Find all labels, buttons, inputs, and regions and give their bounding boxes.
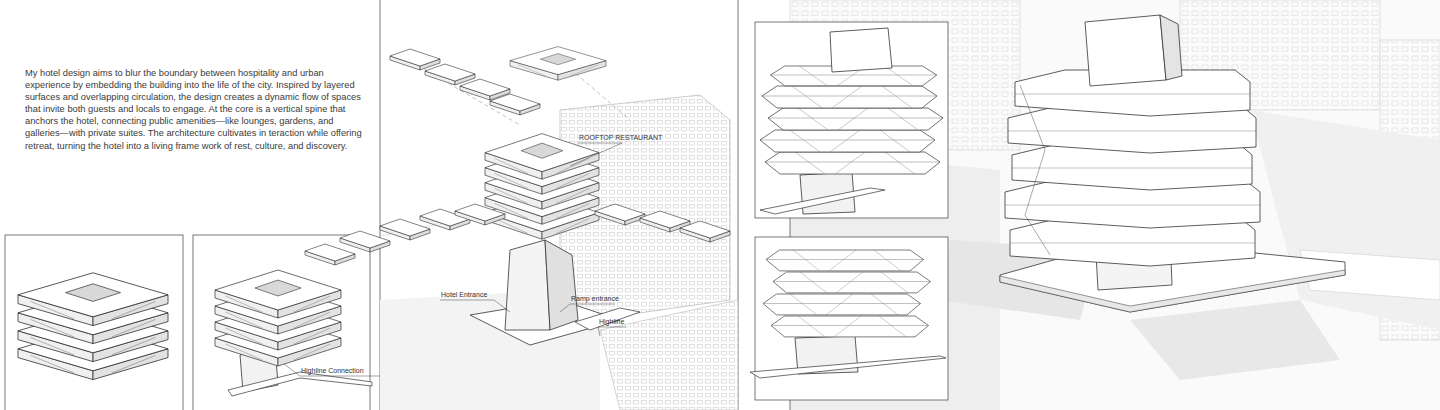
callout-label: Highline Connection	[301, 367, 364, 375]
callout-label: Highline	[599, 318, 624, 326]
callout-label: Hotel Entrance	[441, 291, 487, 299]
description-text: My hotel design aims to blur the boundar…	[25, 67, 363, 152]
callout-label: ROOFTOP RESTAURANT	[579, 134, 662, 142]
callout-label: Ramp entrance	[571, 295, 619, 303]
